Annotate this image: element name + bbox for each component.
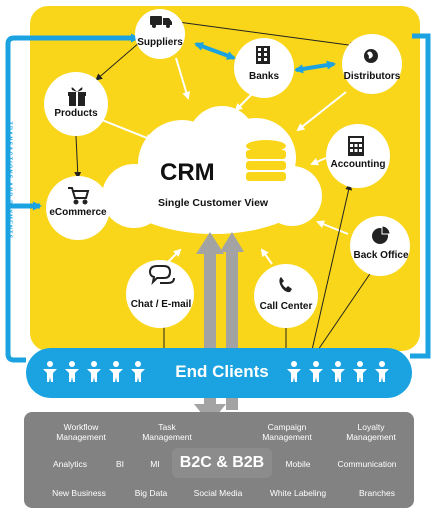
banks-label: Banks (248, 71, 279, 82)
building-icon (256, 46, 270, 64)
cart-icon (68, 187, 90, 205)
analytics-label: Analytics (52, 459, 87, 469)
end-clients-bar (26, 348, 412, 398)
back-office-label: Back Office (353, 250, 409, 261)
workflow-management: Workflow Management (56, 422, 106, 442)
ecommerce-node (46, 176, 110, 240)
end-clients-label: End Clients (175, 362, 269, 381)
accounting-label: Accounting (330, 159, 386, 170)
b2c-b2b-title: B2C & B2B (179, 454, 265, 471)
communication-label: Communication (337, 459, 397, 469)
person-icon (331, 361, 345, 382)
mi-label: MI (150, 459, 160, 469)
chat-email-label: Chat / E-mail (130, 299, 192, 310)
new-business-label: New Business (52, 488, 106, 498)
globe-icon (364, 49, 378, 63)
bi-label: BI (115, 459, 125, 469)
pie-chart-icon (372, 225, 391, 244)
person-icon (375, 361, 389, 382)
transactions-loop-right (410, 33, 431, 359)
white-labeling-label: White Labeling (269, 488, 327, 498)
loyalty-management: Loyalty Management (346, 422, 396, 442)
phone-icon (279, 277, 292, 293)
distributors-node (342, 34, 402, 94)
branches-label: Branches (359, 488, 395, 498)
chat-bubbles-icon (148, 265, 175, 286)
gift-icon (68, 87, 86, 106)
campaign-management: Campaign Management (262, 422, 312, 442)
social-media-label: Social Media (193, 488, 243, 498)
chat-email-node (126, 260, 194, 328)
b2c-b2b-highlight (172, 448, 272, 478)
person-icon (43, 361, 57, 382)
call-center-node (254, 264, 318, 328)
back-office-node (350, 216, 410, 276)
big-data-label: Big Data (134, 488, 168, 498)
calculator-icon (348, 136, 364, 156)
person-icon (65, 361, 79, 382)
distributors-label: Distributors (343, 71, 401, 82)
suppliers-label: Suppliers (137, 37, 183, 48)
suppliers-node (135, 9, 185, 59)
products-label: Products (54, 108, 98, 119)
person-icon (309, 361, 323, 382)
mobile-label: Mobile (285, 459, 311, 469)
ecommerce-label: eCommerce (49, 207, 107, 218)
database-icon (246, 140, 286, 181)
person-icon (87, 361, 101, 382)
transactions-loop-top (5, 33, 140, 363)
person-icon (109, 361, 123, 382)
crm-title: CRM (160, 159, 215, 186)
task-management: Task Management (142, 422, 192, 442)
truck-icon (150, 16, 172, 28)
call-center-label: Call Center (259, 301, 313, 312)
transactions-label: TRANSACTIONS AND PAYMENTS (6, 121, 13, 240)
person-icon (131, 361, 145, 382)
banks-node (234, 38, 294, 98)
crm-subtitle: Single Customer View (158, 197, 269, 209)
person-icon (287, 361, 301, 382)
person-icon (353, 361, 367, 382)
